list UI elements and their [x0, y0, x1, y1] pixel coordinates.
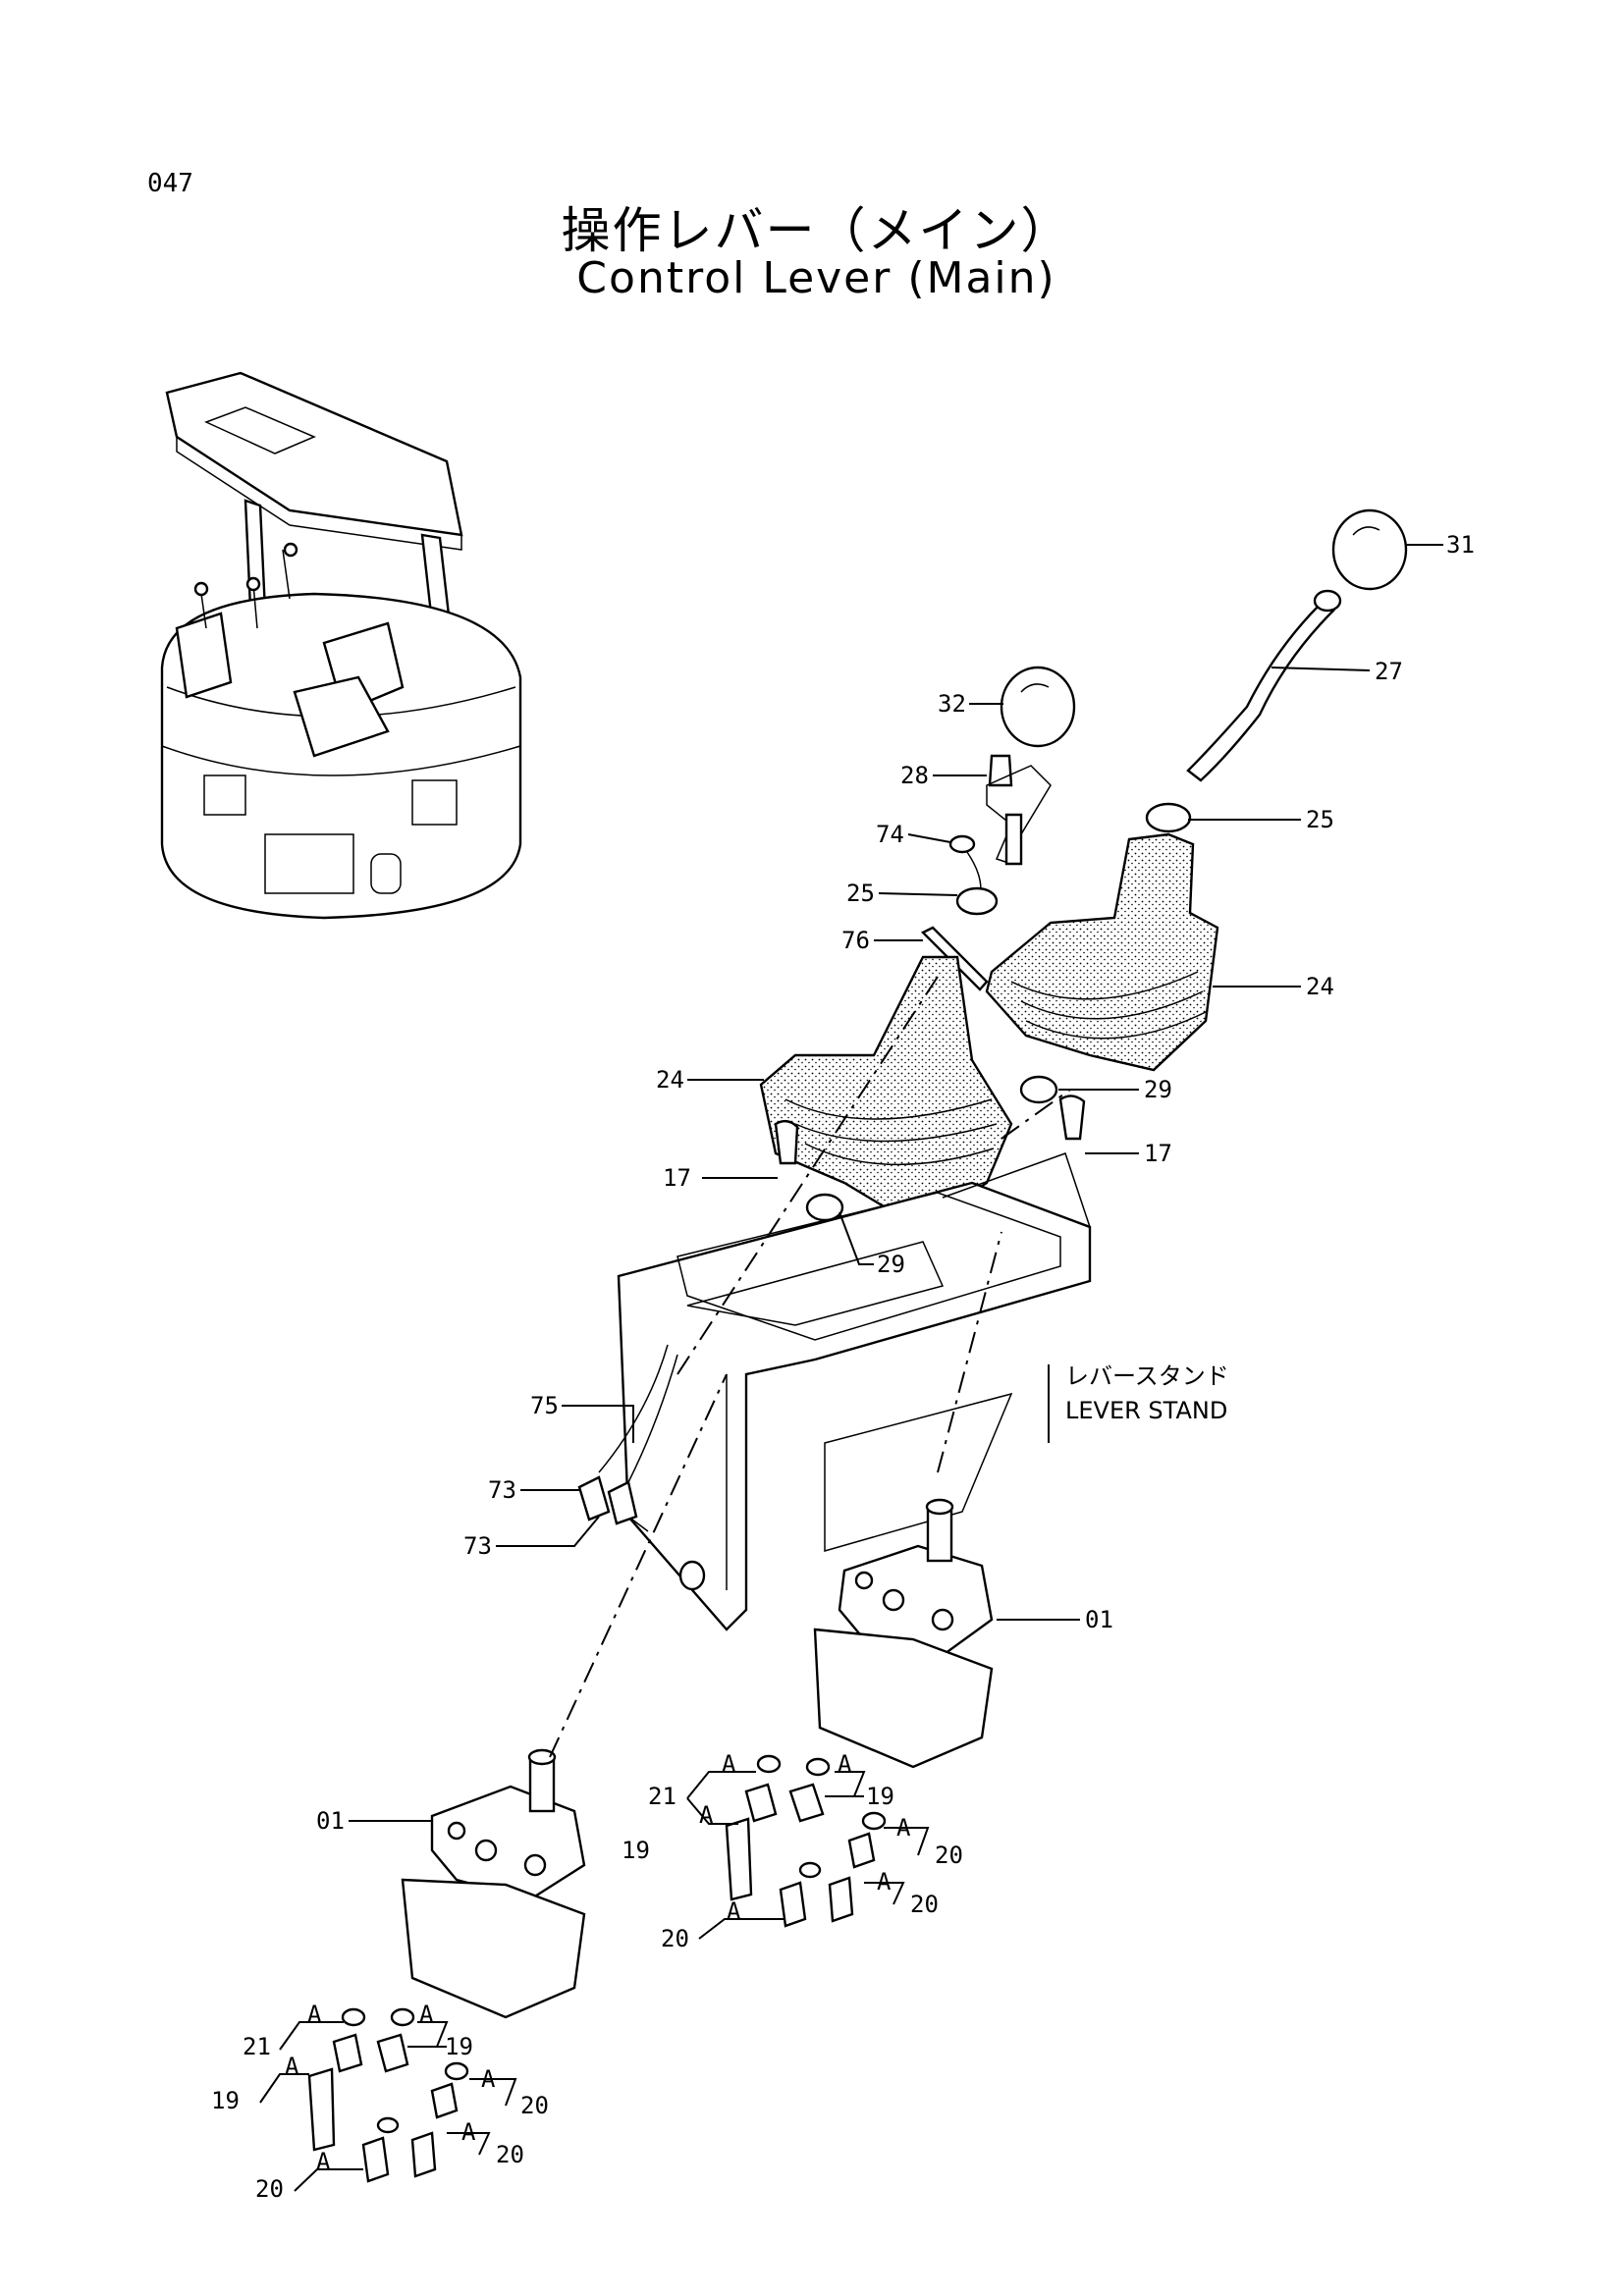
port-a-marker: A	[307, 2001, 322, 2028]
callout-28: 28	[900, 762, 929, 789]
knob-31	[1331, 508, 1408, 591]
left-control-lever-assembly	[759, 666, 1076, 1229]
page-number: 047	[147, 169, 193, 198]
bolt-17-left	[774, 1119, 799, 1165]
boot-24-right	[985, 832, 1219, 1072]
port-a-marker: A	[727, 1897, 741, 1925]
title-english: Control Lever (Main)	[576, 253, 1056, 303]
lever-stand-label-jp: レバースタンド	[1065, 1362, 1229, 1390]
callout-25-left: 25	[846, 880, 875, 907]
callout-73-a: 73	[488, 1476, 516, 1504]
callout-24-right: 24	[1306, 973, 1334, 1000]
callout-29-right: 29	[1144, 1076, 1172, 1103]
lever-stand-label-en: LEVER STAND	[1065, 1397, 1227, 1424]
callout-19-right-a: 19	[866, 1783, 894, 1810]
port-a-marker: A	[877, 1868, 892, 1896]
knob-32	[1000, 666, 1076, 748]
bolt-17-right	[1058, 1095, 1086, 1141]
pilot-valve-01-left	[401, 1748, 586, 2019]
callout-20-left-c: 20	[255, 2175, 284, 2203]
callout-labels: 31 27 32 28 74 25 25 76 24 24 29 29 17 1…	[211, 531, 1475, 2203]
callout-01-right: 01	[1085, 1606, 1113, 1633]
callout-20-right-b: 20	[910, 1891, 939, 1918]
pilot-valve-01-right	[813, 1498, 994, 1769]
port-markers-right: A A A A A A	[686, 1750, 930, 1940]
nut-25-left	[955, 886, 999, 916]
callout-20-right-c: 20	[661, 1925, 689, 1952]
callout-17-right: 17	[1144, 1140, 1172, 1167]
hose-75	[598, 1344, 678, 1483]
callout-74: 74	[876, 821, 904, 848]
title-japanese: 操作レバー（メイン）	[561, 202, 1072, 259]
right-control-lever-assembly	[985, 508, 1408, 1072]
port-a-marker: A	[481, 2065, 496, 2093]
lever-28	[988, 754, 1013, 787]
callout-19-right-b: 19	[622, 1837, 650, 1864]
port-a-marker: A	[838, 1750, 852, 1778]
port-a-marker: A	[896, 1814, 911, 1842]
callout-73-b: 73	[463, 1532, 492, 1560]
fittings-left	[307, 2007, 469, 2183]
nut-29-left	[805, 1193, 844, 1222]
cap-73-a	[577, 1475, 611, 1522]
port-a-marker: A	[699, 1801, 714, 1829]
callout-31: 31	[1446, 531, 1475, 559]
lever-rod-27	[1186, 602, 1335, 782]
fittings-right	[725, 1754, 887, 1928]
callout-20-left-a: 20	[520, 2092, 549, 2119]
cap-73-b	[607, 1480, 638, 1525]
callout-24-left: 24	[656, 1066, 684, 1094]
callout-21-left: 21	[243, 2033, 271, 2060]
port-a-marker: A	[419, 2001, 434, 2028]
callout-01-left: 01	[316, 1807, 345, 1835]
leader-lines	[349, 544, 1443, 1822]
callout-19-left-a: 19	[445, 2033, 473, 2060]
port-a-marker: A	[316, 2148, 331, 2175]
callout-25-right: 25	[1306, 806, 1334, 833]
callout-75: 75	[530, 1392, 559, 1419]
callout-19-left-b: 19	[211, 2087, 240, 2114]
callout-76: 76	[841, 927, 870, 954]
nut-29-right	[1019, 1075, 1058, 1104]
port-a-marker: A	[722, 1750, 736, 1778]
nut-25-right	[1145, 802, 1192, 833]
callout-32: 32	[938, 690, 966, 718]
spring-74	[948, 834, 976, 854]
port-a-marker: A	[461, 2118, 476, 2146]
callout-27: 27	[1375, 658, 1403, 685]
callout-29-left: 29	[877, 1251, 905, 1278]
callout-20-left-b: 20	[496, 2141, 524, 2168]
port-markers-left: A A A A A A	[259, 2001, 517, 2192]
lever-stand	[577, 1075, 1092, 1631]
callout-21-right: 21	[648, 1783, 676, 1810]
callout-20-right-a: 20	[935, 1842, 963, 1869]
port-a-marker: A	[285, 2053, 299, 2080]
callout-17-left: 17	[663, 1164, 691, 1192]
machine-overview-illustration	[160, 371, 522, 920]
